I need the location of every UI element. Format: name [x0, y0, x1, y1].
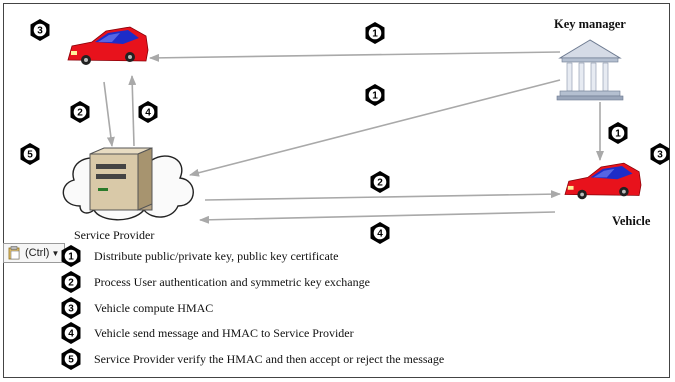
legend-badge-icon: 4: [60, 322, 82, 344]
badge-1-right: 1: [608, 122, 628, 144]
svg-text:3: 3: [657, 150, 663, 161]
svg-text:2: 2: [377, 178, 383, 189]
svg-text:4: 4: [377, 229, 383, 240]
legend-item: 3 Vehicle compute HMAC: [60, 297, 214, 319]
service-provider-label: Service Provider: [74, 228, 155, 242]
key-manager-label: Key manager: [554, 17, 626, 31]
clipboard-icon: [7, 246, 21, 260]
paste-options-label: (Ctrl): [25, 247, 50, 259]
paste-options-button[interactable]: (Ctrl) ▼: [3, 243, 65, 263]
legend-item: 1 Distribute public/private key, public …: [60, 245, 339, 267]
vehicle-car-icon: [564, 162, 642, 200]
diagram-frame: [3, 3, 670, 378]
badge-1-mid: 1: [365, 84, 385, 106]
legend-badge-icon: 2: [60, 271, 82, 293]
badge-4-left: 4: [138, 101, 158, 123]
svg-text:3: 3: [37, 26, 43, 37]
arrow-provider-to-vehicle: [204, 190, 561, 201]
badge-2-left: 2: [70, 101, 90, 123]
svg-text:5: 5: [27, 150, 33, 161]
svg-text:4: 4: [68, 329, 74, 340]
badge-3-right: 3: [650, 143, 670, 165]
chevron-down-icon: ▼: [51, 248, 60, 258]
legend-item: 4 Vehicle send message and HMAC to Servi…: [60, 322, 354, 344]
legend-badge-icon: 5: [60, 348, 82, 370]
svg-text:1: 1: [615, 129, 621, 140]
badges: 3 1 1 1 2 4 5 3 2 4: [20, 19, 670, 244]
badge-2-mid: 2: [370, 171, 390, 193]
vehicle-label: Vehicle: [612, 214, 651, 228]
badge-1-top: 1: [365, 22, 385, 44]
svg-text:1: 1: [68, 252, 74, 263]
svg-text:1: 1: [372, 91, 378, 102]
svg-text:3: 3: [68, 304, 74, 315]
arrows: [103, 51, 604, 224]
legend-text: Vehicle compute HMAC: [94, 300, 214, 315]
badge-4-bottom: 4: [370, 222, 390, 244]
car-icon: [67, 26, 149, 66]
legend-item: 5 Service Provider verify the HMAC and t…: [60, 348, 445, 370]
badge-5-left: 5: [20, 143, 40, 165]
legend-text: Process User authentication and symmetri…: [94, 274, 370, 289]
svg-text:2: 2: [68, 278, 74, 289]
legend-text: Service Provider verify the HMAC and the…: [94, 351, 445, 366]
arrow-keymgr-to-topcar: [149, 51, 561, 62]
bank-building-icon: [556, 39, 624, 101]
legend-text: Distribute public/private key, public ke…: [94, 248, 339, 263]
legend-text: Vehicle send message and HMAC to Service…: [94, 325, 354, 340]
legend-badge-icon: 3: [60, 297, 82, 319]
arrow-vehicle-to-provider: [199, 211, 556, 224]
arrow-car-down-to-provider: [103, 81, 115, 147]
arrow-keymgr-to-provider: [189, 79, 561, 177]
svg-text:2: 2: [77, 108, 83, 119]
svg-text:4: 4: [145, 108, 151, 119]
legend-item: 2 Process User authentication and symmet…: [60, 271, 370, 293]
svg-text:5: 5: [68, 355, 74, 366]
server-cloud-icon: [62, 147, 194, 221]
badge-3-topleft: 3: [30, 19, 50, 41]
legend-badge-icon: 1: [60, 245, 82, 267]
arrow-provider-up-to-car: [128, 75, 137, 147]
svg-text:1: 1: [372, 29, 378, 40]
